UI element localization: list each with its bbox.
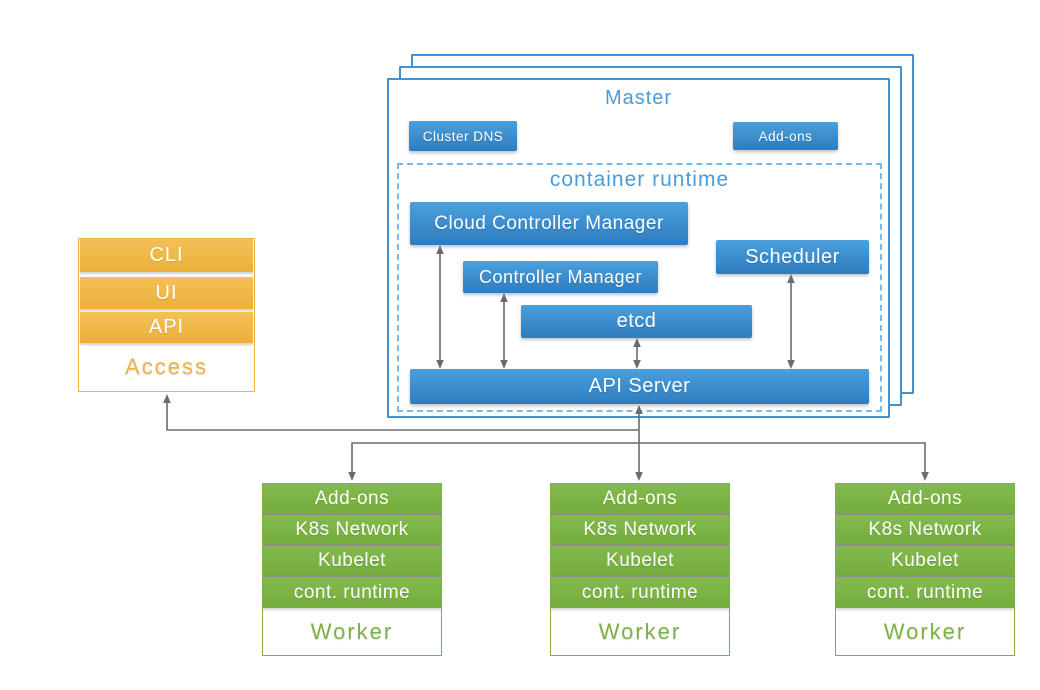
worker-kubelet-box: Kubelet bbox=[551, 546, 729, 577]
etcd-box: etcd bbox=[521, 305, 752, 338]
worker-node-1-box: Add-ons K8s Network Kubelet cont. runtim… bbox=[262, 483, 442, 656]
worker-k8s-network-box: K8s Network bbox=[263, 515, 441, 546]
arrow-apiserver-worker3 bbox=[639, 442, 929, 481]
access-api-box: API bbox=[80, 312, 253, 343]
scheduler-box: Scheduler bbox=[716, 240, 869, 274]
access-cli-box: CLI bbox=[80, 239, 253, 272]
worker-k8s-network-box: K8s Network bbox=[836, 515, 1014, 546]
worker-cont-runtime-box: cont. runtime bbox=[836, 577, 1014, 608]
master-node-box: Master Cluster DNS Add-ons container run… bbox=[387, 78, 890, 418]
master-addons-box: Add-ons bbox=[733, 122, 838, 150]
access-ui-box: UI bbox=[80, 277, 253, 309]
access-group-label: Access bbox=[125, 354, 208, 379]
worker-k8s-network-box: K8s Network bbox=[551, 515, 729, 546]
controller-manager-box: Controller Manager bbox=[463, 261, 658, 293]
worker-node-2-box: Add-ons K8s Network Kubelet cont. runtim… bbox=[550, 483, 730, 656]
container-runtime-box: container runtime Cloud Controller Manag… bbox=[397, 163, 882, 412]
worker-kubelet-box: Kubelet bbox=[263, 546, 441, 577]
cloud-controller-manager-box: Cloud Controller Manager bbox=[410, 202, 688, 245]
worker-node-3-box: Add-ons K8s Network Kubelet cont. runtim… bbox=[835, 483, 1015, 656]
worker-kubelet-box: Kubelet bbox=[836, 546, 1014, 577]
container-runtime-title: container runtime bbox=[549, 168, 730, 191]
worker-node-label: Worker bbox=[598, 618, 682, 644]
worker-addons-box: Add-ons bbox=[551, 484, 729, 515]
arrow-apiserver-worker1 bbox=[348, 442, 639, 481]
master-title: Master bbox=[604, 87, 673, 109]
api-server-box: API Server bbox=[410, 369, 869, 404]
worker-node-label: Worker bbox=[310, 618, 394, 644]
worker-node-label: Worker bbox=[883, 618, 967, 644]
worker-addons-box: Add-ons bbox=[836, 484, 1014, 515]
access-group-box: CLI UI API Access bbox=[78, 238, 255, 392]
worker-cont-runtime-box: cont. runtime bbox=[551, 577, 729, 608]
worker-addons-box: Add-ons bbox=[263, 484, 441, 515]
worker-cont-runtime-box: cont. runtime bbox=[263, 577, 441, 608]
cluster-dns-box: Cluster DNS bbox=[409, 121, 517, 151]
